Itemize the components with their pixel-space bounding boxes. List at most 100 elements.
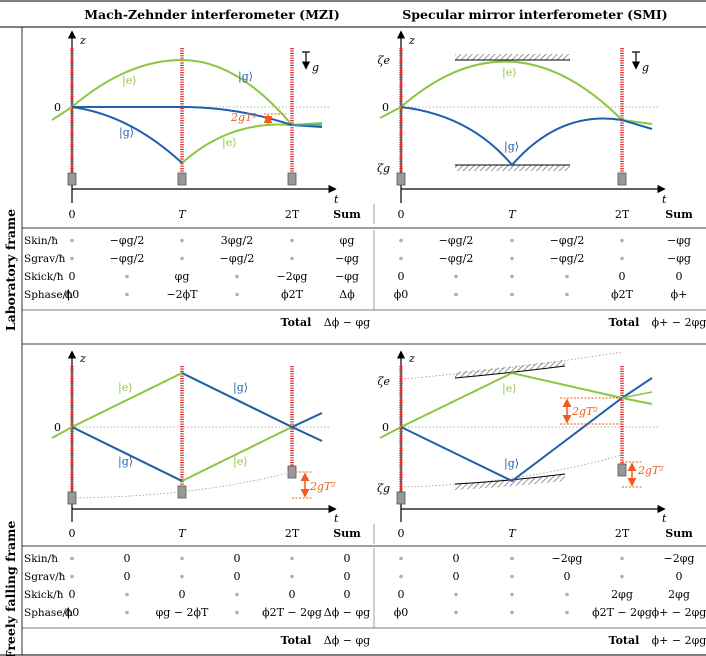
lab-row-label: Skin/ħ	[24, 235, 58, 247]
table-dot	[399, 238, 403, 243]
table-dot	[510, 610, 514, 615]
table-dot	[454, 610, 458, 615]
svg-text:T: T	[508, 527, 517, 540]
table-cell: −φg/2	[110, 234, 145, 247]
label-excited: |e⟩	[122, 74, 137, 88]
table-dot	[565, 592, 569, 597]
table-cell: −φg	[667, 234, 691, 247]
table-cell: −φg/2	[220, 252, 255, 265]
table-cell: 0	[124, 552, 131, 565]
svg-text:|g⟩: |g⟩	[504, 140, 519, 154]
table-dot	[399, 574, 403, 579]
free-row-label: Skin/ħ	[24, 553, 58, 565]
header-smi: Specular mirror interferometer (SMI)	[402, 7, 667, 22]
table-dot	[180, 556, 184, 561]
table-dot	[510, 238, 514, 243]
table-cell: 0	[398, 588, 405, 601]
table-dot	[510, 556, 514, 561]
table-dot	[620, 574, 624, 579]
excited-path-lower	[181, 122, 323, 164]
table-cell: −φg/2	[110, 252, 145, 265]
plot-free-smi: z t 0 ζe ζg |e⟩ |g⟩ 2gT² 2gT²	[377, 350, 667, 525]
table-dot	[235, 274, 239, 279]
plot-lab-mzi: z t 0 |e⟩ |g⟩ |g⟩ |e⟩ 2gT²	[51, 30, 339, 206]
table-dot	[70, 574, 74, 579]
svg-text:z: z	[79, 352, 86, 365]
table-dot	[290, 556, 294, 561]
table-cell: 0	[676, 270, 683, 283]
table-cell: 0	[234, 552, 241, 565]
total-value-lab-smi: ϕ+ − 2φg	[652, 316, 706, 329]
svg-text:0: 0	[54, 421, 61, 434]
total-label-free-mzi: Total	[281, 634, 312, 647]
lab-row-label: Sphase/ħ	[24, 289, 73, 301]
table-cell: Δϕ	[339, 288, 355, 301]
label-ground-lower: |g⟩	[119, 126, 134, 140]
table-cell: 2φg	[611, 588, 633, 601]
laser-pulse-0	[67, 48, 77, 186]
plot-lab-smi: z t 0 ζe ζg |e⟩ |g⟩ g	[377, 30, 667, 206]
free-row-label: Sgrav/ħ	[24, 571, 66, 583]
table-dot	[565, 274, 569, 279]
total-label-lab-smi: Total	[609, 316, 640, 329]
label-ground: |g⟩	[238, 70, 253, 84]
svg-text:g: g	[312, 61, 319, 74]
table-cell: −2ϕT	[166, 288, 198, 301]
gap-annotation: 2gT²	[230, 111, 257, 124]
table-dot	[510, 256, 514, 261]
svg-text:2T: 2T	[285, 208, 300, 221]
table-cell: 0	[344, 552, 351, 565]
svg-text:0: 0	[382, 421, 389, 434]
table-cell: φg	[340, 234, 355, 247]
frame-label-free: Freely falling frame	[3, 521, 18, 656]
svg-text:t: t	[662, 193, 667, 206]
svg-text:t: t	[662, 512, 667, 525]
svg-text:|g⟩: |g⟩	[233, 381, 248, 395]
total-value-free-mzi: Δϕ − φg	[324, 634, 370, 647]
table-cell: ϕ0	[394, 606, 409, 619]
table-dot	[399, 556, 403, 561]
table-cell: 0	[69, 270, 76, 283]
svg-text:ζg: ζg	[377, 482, 390, 495]
table-dot	[180, 256, 184, 261]
svg-text:0: 0	[398, 527, 405, 540]
table-dot	[620, 238, 624, 243]
table-dot	[125, 610, 129, 615]
table-cell: ϕ2T	[611, 288, 633, 301]
table-cell: 0	[289, 588, 296, 601]
label-excited-lower: |e⟩	[222, 136, 237, 150]
table-dot	[125, 292, 129, 297]
time-row-lab: 0 T 2T Sum 0 T 2T Sum	[69, 208, 694, 221]
lab-row-label: Sgrav/ħ	[24, 253, 66, 265]
table-cell: ϕ2T	[281, 288, 303, 301]
table-cell: ϕ2T − 2φg	[262, 606, 322, 619]
table-cell: 2φg	[668, 588, 690, 601]
frame-label-lab: Laboratory frame	[3, 209, 18, 331]
table-dot	[454, 292, 458, 297]
table-cell: −φg/2	[439, 252, 474, 265]
table-cell: ϕ0	[65, 288, 80, 301]
lab-row-label: Skick/ħ	[24, 271, 64, 283]
table-dot	[125, 592, 129, 597]
table-cell: −2φg	[552, 552, 583, 565]
table-dot	[70, 238, 74, 243]
header-mzi: Mach-Zehnder interferometer (MZI)	[84, 7, 340, 22]
table-cell: −φg/2	[550, 234, 585, 247]
table-dot	[510, 592, 514, 597]
table-cell: 0	[344, 588, 351, 601]
table-cell: ϕ0	[394, 288, 409, 301]
total-label-lab-mzi: Total	[281, 316, 312, 329]
table-dot	[510, 292, 514, 297]
svg-text:2T: 2T	[615, 208, 630, 221]
svg-text:z: z	[408, 352, 415, 365]
table-dot	[399, 256, 403, 261]
ground-path	[71, 105, 293, 164]
plot-free-mzi: z t 0 |e⟩ |g⟩ |g⟩ |e⟩ 2gT²	[51, 350, 339, 525]
table-cell: −φg	[335, 270, 359, 283]
svg-text:|e⟩: |e⟩	[118, 381, 133, 395]
table-cell: ϕ+	[671, 288, 688, 301]
table-dot	[290, 238, 294, 243]
